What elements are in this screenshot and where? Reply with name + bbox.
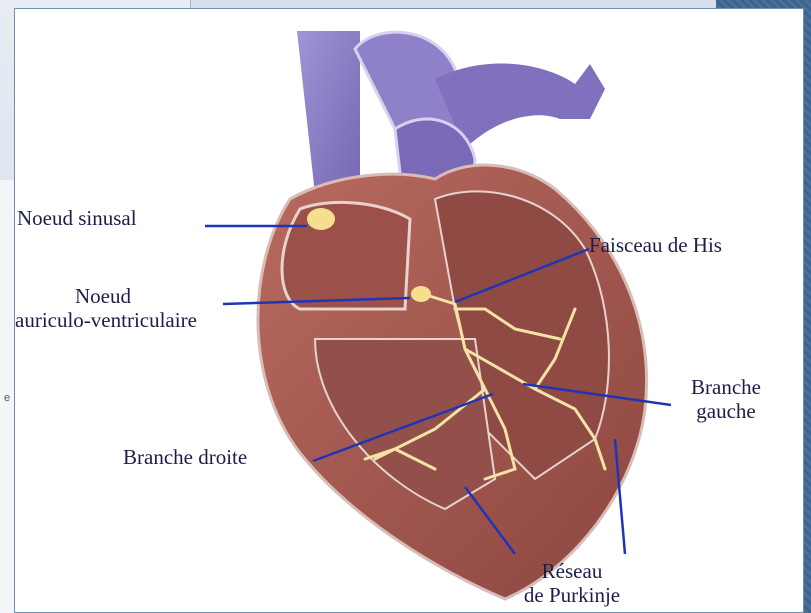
- background-text-fragment: e: [4, 392, 10, 404]
- label-av-node-line2: auriculo-ventriculaire: [15, 308, 295, 332]
- label-sinus-node: Noeud sinusal: [17, 206, 137, 230]
- label-purkinje-line1: Réseau: [497, 559, 647, 583]
- label-bundle-of-his: Faisceau de His: [589, 233, 722, 257]
- label-purkinje: Réseau de Purkinje: [497, 559, 647, 607]
- label-left-branch-line1: Branche: [671, 375, 781, 399]
- label-right-branch: Branche droite: [123, 445, 247, 469]
- av-node-marker: [411, 286, 431, 302]
- label-left-branch: Branche gauche: [671, 375, 781, 423]
- sinus-node-marker: [307, 208, 335, 230]
- label-purkinje-line2: de Purkinje: [497, 583, 647, 607]
- heart-conduction-diagram: Noeud sinusal Noeud auriculo-ventriculai…: [14, 8, 804, 613]
- label-av-node: Noeud auriculo-ventriculaire: [15, 284, 295, 332]
- heart-body: [258, 165, 647, 599]
- label-left-branch-line2: gauche: [671, 399, 781, 423]
- label-av-node-line1: Noeud: [15, 284, 295, 308]
